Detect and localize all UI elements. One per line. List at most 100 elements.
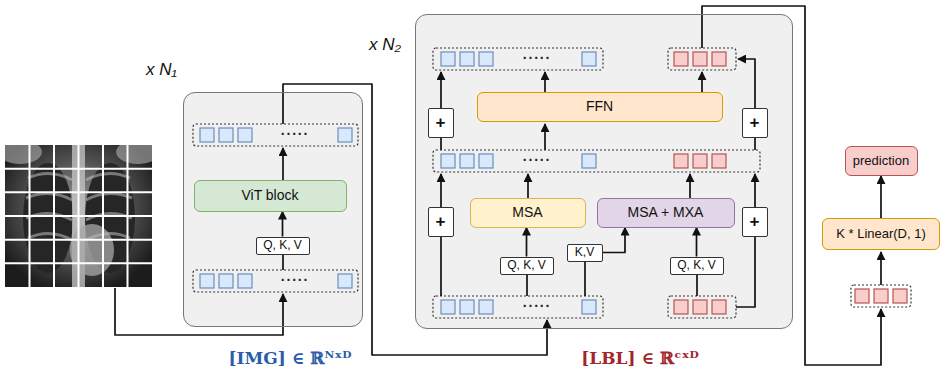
connector bbox=[526, 228, 528, 257]
image-token bbox=[441, 154, 455, 168]
residual-add: + bbox=[742, 108, 768, 138]
image-token bbox=[582, 300, 596, 314]
residual-add: + bbox=[742, 207, 768, 237]
panel-ground bbox=[183, 92, 363, 327]
image-token bbox=[460, 52, 474, 66]
input-tag: Q, K, V bbox=[670, 257, 724, 275]
plus-sign: + bbox=[750, 213, 760, 230]
label-token bbox=[674, 52, 688, 66]
input-tag: K,V bbox=[567, 244, 603, 262]
box-label: Q, K, V bbox=[263, 239, 302, 252]
connector bbox=[282, 212, 284, 237]
linear-head-box: K * Linear(D, 1) bbox=[822, 218, 940, 250]
ffn-box: FFN bbox=[477, 92, 723, 122]
token-row bbox=[433, 296, 603, 318]
wire bbox=[544, 124, 546, 150]
wire bbox=[544, 72, 546, 92]
image-token bbox=[238, 128, 252, 142]
wire bbox=[526, 274, 528, 296]
residual-add: + bbox=[428, 207, 454, 237]
plus-sign: + bbox=[436, 114, 446, 131]
plus-sign: + bbox=[750, 114, 760, 131]
label-token bbox=[712, 154, 726, 168]
image-token bbox=[219, 274, 233, 288]
connector bbox=[603, 228, 626, 253]
box-label: K * Linear(D, 1) bbox=[836, 227, 926, 241]
label-token bbox=[693, 154, 707, 168]
label-token bbox=[893, 289, 907, 303]
image-token bbox=[219, 128, 233, 142]
token-row bbox=[668, 48, 736, 70]
token-row bbox=[433, 150, 760, 172]
image-token bbox=[460, 300, 474, 314]
label-token bbox=[855, 289, 869, 303]
image-token bbox=[200, 128, 214, 142]
box-label: K,V bbox=[575, 246, 594, 259]
image-token bbox=[238, 274, 252, 288]
attention-box: MSA bbox=[470, 198, 586, 228]
wire bbox=[282, 148, 284, 180]
block-panel: x N₁ViT blockQ, K, V bbox=[183, 92, 363, 327]
wire bbox=[584, 261, 586, 296]
image-token bbox=[479, 300, 493, 314]
dimension-label: [LBL] ∈ ℝᶜˣᴰ bbox=[581, 348, 699, 368]
label-token bbox=[693, 52, 707, 66]
label-token bbox=[674, 154, 688, 168]
label-token bbox=[874, 289, 888, 303]
wire bbox=[880, 252, 882, 285]
connector bbox=[880, 176, 882, 218]
ellipsis-mark: ····· bbox=[523, 152, 551, 168]
input-tag: Q, K, V bbox=[500, 257, 554, 275]
label-token bbox=[712, 300, 726, 314]
wire bbox=[527, 174, 529, 198]
vit-block: ViT block bbox=[194, 180, 347, 212]
xray-heart bbox=[70, 224, 114, 276]
ellipsis-mark: ····· bbox=[523, 298, 551, 314]
input-tag: Q, K, V bbox=[256, 237, 310, 255]
label-token bbox=[712, 52, 726, 66]
image-token bbox=[582, 52, 596, 66]
repeat-count: x N₁ bbox=[146, 60, 177, 80]
wire bbox=[702, 6, 881, 365]
patch-grid bbox=[5, 145, 152, 287]
wire bbox=[696, 274, 698, 296]
token-row bbox=[433, 48, 603, 70]
box-label: Q, K, V bbox=[507, 259, 546, 272]
box-label: ViT block bbox=[241, 188, 298, 203]
xray-shoulder bbox=[116, 145, 152, 164]
image-token bbox=[338, 274, 352, 288]
token-row-frames bbox=[193, 48, 911, 318]
output-box: prediction bbox=[845, 146, 918, 176]
token-row bbox=[668, 296, 736, 318]
box-label: prediction bbox=[853, 154, 909, 168]
image-token bbox=[479, 52, 493, 66]
token-row bbox=[193, 124, 358, 146]
box-label: MSA + MXA bbox=[628, 205, 704, 220]
image-token bbox=[441, 300, 455, 314]
residual-wire bbox=[736, 174, 755, 307]
ellipsis-mark: ····· bbox=[523, 50, 551, 66]
image-token bbox=[582, 154, 596, 168]
image-token bbox=[200, 274, 214, 288]
connector bbox=[696, 228, 698, 257]
plus-sign: + bbox=[436, 213, 446, 230]
box-label: FFN bbox=[586, 99, 613, 114]
repeat-count: x N₂ bbox=[369, 35, 401, 55]
wire bbox=[115, 288, 283, 335]
image-token bbox=[460, 154, 474, 168]
ellipsis-mark: ····· bbox=[281, 126, 309, 142]
token-row bbox=[193, 270, 358, 292]
panel-ground bbox=[415, 14, 793, 329]
xray-image bbox=[5, 145, 152, 287]
wire bbox=[701, 72, 703, 92]
token-row bbox=[851, 285, 911, 307]
block-panel: x N₂+FFN++MSAMSA + MXA+Q, K, VK,VQ, K, V bbox=[415, 14, 793, 329]
xray-shoulder bbox=[5, 145, 42, 164]
box-label: Q, K, V bbox=[677, 259, 716, 272]
xray-ground bbox=[5, 145, 152, 287]
image-token bbox=[338, 128, 352, 142]
ellipsis-mark: ····· bbox=[281, 272, 309, 288]
wires bbox=[115, 6, 881, 365]
label-token bbox=[674, 300, 688, 314]
